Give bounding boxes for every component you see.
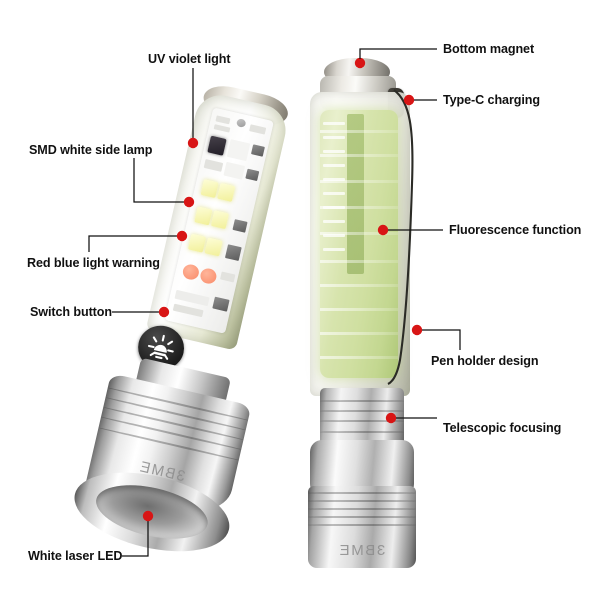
right-head-assembly: 3BME [304,388,420,570]
marker-red-blue-light-warning [176,230,188,242]
callout-label-bottom-magnet: Bottom magnet [443,42,535,56]
leader-pen-holder-design [422,329,461,350]
callout-label-type-c-charging: Type-C charging [443,93,540,107]
pen-holder-clip [387,89,414,385]
fluorescent-glow-body [320,110,398,378]
right-lower-barrel: 3BME [308,486,416,568]
callout-label-switch-button: Switch button [30,305,112,319]
leader-white-laser-led [122,520,149,557]
marker-type-c-charging [403,94,415,106]
marker-bottom-magnet [354,57,366,69]
marker-uv-violet-light [187,137,199,149]
switch-button[interactable] [133,321,189,375]
marker-switch-button [158,306,170,318]
product-right-flashlight: 3BME [300,58,480,568]
marker-pen-holder-design [411,324,423,336]
callout-label-smd-white-side-lamp: SMD white side lamp [29,143,153,157]
marker-fluorescence-function [377,224,389,236]
callout-label-telescopic-focusing: Telescopic focusing [443,421,562,435]
callout-label-white-laser-led: White laser LED [28,549,123,563]
marker-telescopic-focusing [385,412,397,424]
leader-smd-white-side-lamp [133,158,185,203]
marker-smd-white-side-lamp [183,196,195,208]
product-left-flashlight: 3BME [42,63,362,570]
sun-lamp-icon [147,334,174,360]
callout-label-pen-holder-design: Pen holder design [431,354,539,368]
leader-red-blue-light-warning [88,235,178,252]
leader-bottom-magnet [359,48,437,59]
callout-label-uv-violet-light: UV violet light [148,52,231,66]
marker-white-laser-led [142,510,154,522]
callout-label-red-blue-light-warning: Red blue light warning [27,256,160,270]
callout-label-fluorescence-function: Fluorescence function [449,223,582,237]
